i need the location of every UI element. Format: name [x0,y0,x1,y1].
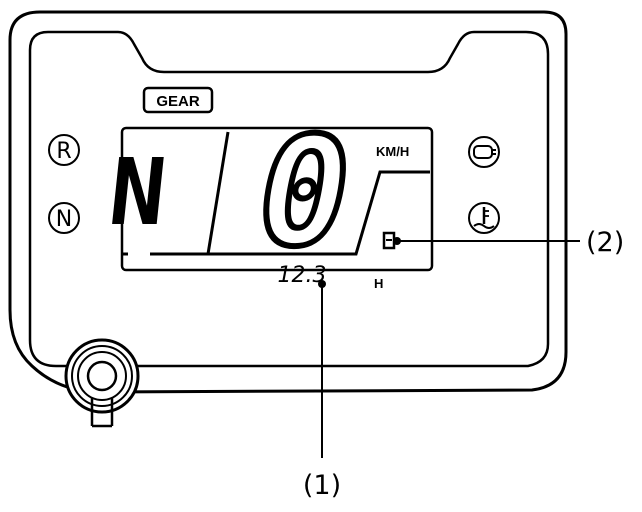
reverse-indicator-letter: R [56,139,71,164]
reverse-indicator-icon: R [48,134,80,166]
lcd-divider-upper [150,170,430,256]
inner-bezel [28,30,550,368]
callout-2-label: (2) [586,227,624,258]
gear-badge-label: GEAR [156,93,200,110]
speed-unit-label: KM/H [376,144,409,159]
gear-badge-box [142,86,214,114]
ignition-switch-icon [64,338,140,428]
neutral-indicator-icon: N [48,202,80,234]
callout-1-leader [318,280,326,458]
neutral-indicator-letter: N [56,207,72,232]
gear-indicator-display: N [104,138,171,246]
callout-1-label: (1) [303,470,341,501]
lcd-slash-divider [206,131,230,255]
hour-meter-unit: H [374,276,383,291]
fuel-gauge-icon [382,231,396,250]
callout-2-leader [393,237,580,245]
lcd-screen [120,126,434,272]
coolant-temperature-icon [468,202,500,234]
engine-check-icon [468,136,500,168]
